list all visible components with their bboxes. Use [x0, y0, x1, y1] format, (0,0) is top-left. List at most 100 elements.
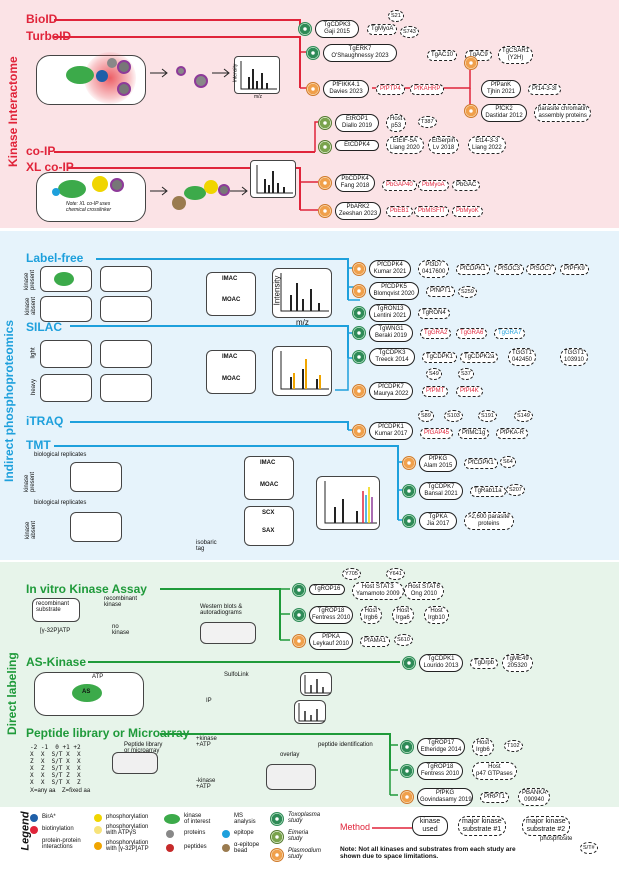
substrate-host-irgb6: Host Irgb6 — [360, 606, 382, 624]
kinase-tgwng1: TgWNG1 Beraki 2019 — [369, 324, 413, 342]
western-label: Western blots & autoradiograms — [200, 604, 243, 616]
legend-note: Note: Not all kinases and substrates fro… — [340, 846, 516, 860]
legend-epitope: epitope — [234, 830, 254, 836]
substrate-pfnpt1: PfNPT1 — [426, 286, 456, 297]
zfixed-label: Z=fixed aa — [62, 788, 91, 794]
peptide-id-label: peptide identification — [318, 742, 373, 748]
plasmodium-icon — [318, 176, 332, 190]
as-label: AS — [82, 689, 91, 695]
protein-purple — [117, 60, 131, 74]
silac-light-panel — [40, 340, 92, 368]
coip-kinase — [58, 180, 86, 198]
coip-bead — [172, 196, 186, 210]
substrate-pfptp4: PfPTP4 — [376, 84, 405, 95]
kinase-pfcdpk4-kumar: PfCDPK4 Kumar 2021 — [369, 260, 411, 278]
imac-label-3: IMAC — [260, 460, 276, 466]
arrow-icon-4 — [230, 186, 248, 196]
intensity-label-2: Intensity — [272, 275, 282, 306]
kinase-of-interest — [66, 66, 94, 84]
isobaric-tag-label: isobaric tag — [196, 540, 217, 552]
moac-label-2: MOAC — [222, 376, 241, 382]
imac-label: IMAC — [222, 276, 238, 282]
substrate-etserpin: EtSerpin Lv 2018 — [428, 136, 460, 154]
site-s103: S103 — [444, 410, 463, 422]
substrate-host-irgb6-b: Host Irgb6 — [472, 738, 494, 756]
toxoplasma-icon — [400, 764, 414, 778]
tmt-absent-panel — [70, 512, 122, 542]
site-t387: T387 — [418, 116, 437, 128]
substrate-tggra6: TgGRA6 — [456, 328, 488, 339]
substrate-tgmyoa: TgMyoA — [367, 24, 398, 35]
method-peptide: Peptide library or Microarray — [26, 726, 190, 740]
kinase-tgpka: TgPKA Jia 2017 — [419, 512, 457, 530]
legend-proteins: proteins — [184, 830, 206, 836]
toxoplasma-icon — [402, 514, 416, 528]
legend-plasmodium: Plasmodium study — [288, 848, 322, 860]
plasmodium-icon — [352, 262, 366, 276]
toxoplasma-icon — [400, 740, 414, 754]
kinase-tgrop18-f2: TgROP18 Fentress 2010 — [417, 762, 463, 780]
site-s149: S149 — [514, 410, 533, 422]
legend-toxo: Toxoplasma study — [288, 812, 321, 824]
legend-biotinylation: biotinylation — [42, 826, 74, 832]
substrate-tggt1-042450: TGGT1 042450 — [508, 348, 537, 366]
toxoplasma-icon — [298, 22, 312, 36]
substrate-host-p53: Host p53 — [386, 114, 407, 132]
imac-label-2: IMAC — [222, 354, 238, 360]
biotin-icon — [30, 826, 38, 834]
eimeria-icon — [318, 116, 332, 130]
proteins-icon — [166, 830, 174, 838]
scx-label: SCX — [262, 510, 275, 516]
ip-label: IP — [206, 698, 212, 704]
coip-pulled-yellow — [204, 180, 218, 194]
overlay-label: overlay — [280, 752, 300, 758]
site-s37: S37 — [458, 368, 474, 380]
site-s64: S64 — [500, 456, 516, 468]
eimeria-icon — [318, 140, 332, 154]
protein-grey — [107, 58, 117, 68]
site-s743: S743 — [400, 26, 419, 38]
bio-rep-label-2: biological replicates — [34, 500, 87, 506]
substrate-pfpfk9: PfPFK9 — [560, 264, 589, 275]
coip-cell-panel — [36, 172, 146, 222]
lf-kinase — [54, 272, 74, 286]
mz-label-1: m/z — [254, 94, 263, 100]
atp-label: ATP — [92, 674, 104, 680]
substrate-pfsoc3: PfSOC3 — [494, 264, 525, 275]
site-s191: S191 — [478, 410, 497, 422]
method-xlcoip: XL co-IP — [26, 160, 74, 174]
peptide-matrix: -2 -1 0 +1 +2 X X S/T X X Z X S/T X X X … — [30, 744, 81, 786]
substrate-pfimc1g: PfIMC1g — [458, 428, 490, 439]
phos-atp-icon — [94, 826, 102, 834]
substrate-et1433: Et14-3-3 Liang 2022 — [468, 136, 506, 154]
method-labelfree: Label-free — [26, 251, 84, 265]
method-silac: SILAC — [26, 320, 62, 334]
legend-eimeria: Eimeria study — [288, 830, 309, 842]
toxoplasma-icon — [352, 350, 366, 364]
substrate-pbmyok: PbMyoK — [452, 206, 483, 217]
kinase-present-label-tmt: kinase present — [24, 471, 37, 493]
substrate-pbgac: PbGAC — [452, 180, 481, 191]
arrow-icon-2 — [212, 68, 230, 78]
moac-label: MOAC — [222, 297, 241, 303]
substrate-pfpi4k: PfPI4K — [456, 386, 483, 397]
tmt-present-panel — [70, 462, 122, 492]
method-askinase: AS-Kinase — [26, 655, 87, 669]
recombinant-kinase-label: recombinant kinase — [104, 596, 138, 608]
legend-bira: BirA* — [42, 814, 56, 820]
ms-spectrum-bioid — [234, 56, 280, 94]
legend-epitope-bead: α-epitope bead — [234, 842, 260, 854]
toxoplasma-icon — [402, 484, 416, 498]
legend-ms: MS analysis — [234, 813, 256, 825]
ms-spectrum-as-2 — [294, 700, 326, 724]
bira-protein — [96, 70, 108, 82]
arrow-icon — [150, 68, 168, 78]
gamma-atp-label: [γ-32P]ATP — [40, 628, 71, 634]
peptide-library-grid — [112, 752, 158, 774]
intensity-label-1: Intensity — [232, 63, 239, 83]
imac-moac-box-2 — [206, 350, 256, 394]
kinase-tgcdpk1: TgCDPK1 Lourido 2013 — [419, 654, 463, 672]
substrate-tgron4: TgRON4 — [418, 308, 450, 319]
substrate-tgac9: TgAC9 — [465, 50, 492, 61]
coip-protein-grey — [110, 178, 124, 192]
